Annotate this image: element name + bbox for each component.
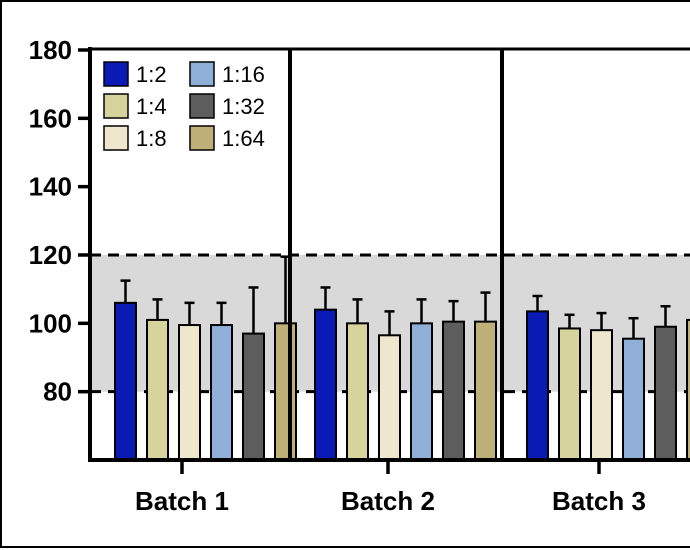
bar-3-5	[654, 325, 677, 461]
legend-label-2: 1:4	[136, 94, 167, 119]
legend-swatch-3	[103, 125, 129, 151]
bar-2-5	[442, 320, 465, 461]
legend-swatch-4	[189, 61, 215, 87]
y-tick-label-80: 80	[43, 377, 72, 407]
bar-1-3	[178, 324, 201, 461]
bar-2-1	[314, 308, 337, 461]
bar-3-3	[590, 329, 613, 461]
legend-label-5: 1:32	[222, 94, 265, 119]
bar-2-3	[378, 334, 401, 461]
bar-3-1	[526, 310, 549, 461]
x-category-label-3: Batch 3	[552, 486, 646, 516]
legend-swatch-1	[103, 61, 129, 87]
bar-3-4	[622, 337, 645, 462]
bar-1-6	[274, 322, 297, 462]
bar-2-6	[474, 320, 497, 461]
bar-1-4	[210, 324, 233, 461]
bar-2-4	[410, 322, 433, 462]
bar-3-6	[686, 318, 690, 461]
legend-swatch-2	[103, 93, 129, 119]
legend-swatch-6	[189, 125, 215, 151]
legend-label-1: 1:2	[136, 62, 167, 87]
y-tick-label-120: 120	[29, 240, 72, 270]
y-tick-label-160: 160	[29, 103, 72, 133]
y-tick-label-100: 100	[29, 308, 72, 338]
bar-1-1	[114, 301, 137, 462]
bar-1-5	[242, 332, 265, 462]
legend-label-6: 1:64	[222, 126, 265, 151]
x-category-label-1: Batch 1	[135, 486, 229, 516]
bar-1-2	[146, 318, 169, 461]
y-tick-label-180: 180	[29, 35, 72, 65]
bar-2-2	[346, 322, 369, 462]
legend-label-4: 1:16	[222, 62, 265, 87]
bar-3-2	[558, 327, 581, 462]
x-category-label-2: Batch 2	[341, 486, 435, 516]
y-tick-label-140: 140	[29, 172, 72, 202]
legend-label-3: 1:8	[136, 126, 167, 151]
legend-swatch-5	[189, 93, 215, 119]
